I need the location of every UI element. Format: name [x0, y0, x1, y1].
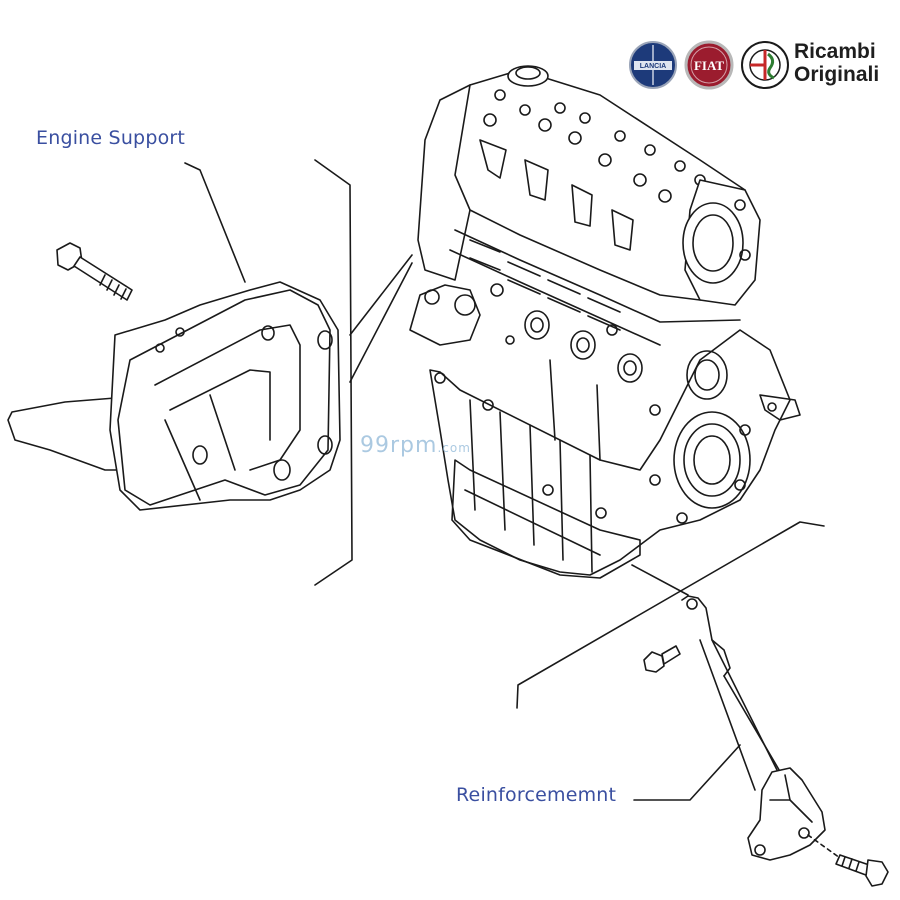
watermark: 99rpm.com	[360, 433, 471, 458]
brand-logo-block: LANCIA FIAT Ricambi Originali	[628, 38, 896, 94]
engine-support-label: Engine Support	[36, 127, 186, 149]
alfa-romeo-badge-icon	[741, 41, 789, 89]
reinforcement-label: Reinforcememnt	[456, 784, 617, 806]
lancia-badge-icon: LANCIA	[629, 41, 677, 89]
lancia-badge-text: LANCIA	[640, 63, 666, 70]
reinforcement-illustration	[633, 595, 889, 887]
engine-support-illustration	[7, 162, 341, 511]
watermark-suffix: .com	[437, 441, 471, 455]
watermark-main: 99rpm	[360, 433, 438, 458]
brand-line-1: Ricambi	[794, 40, 876, 63]
brand-text: Ricambi Originali	[794, 40, 879, 86]
fiat-badge-text: FIAT	[694, 58, 724, 73]
engine-block-illustration	[409, 65, 801, 579]
fiat-badge-icon: FIAT	[684, 40, 734, 90]
brand-line-2: Originali	[794, 63, 880, 86]
reference-frame-lines	[314, 159, 825, 709]
